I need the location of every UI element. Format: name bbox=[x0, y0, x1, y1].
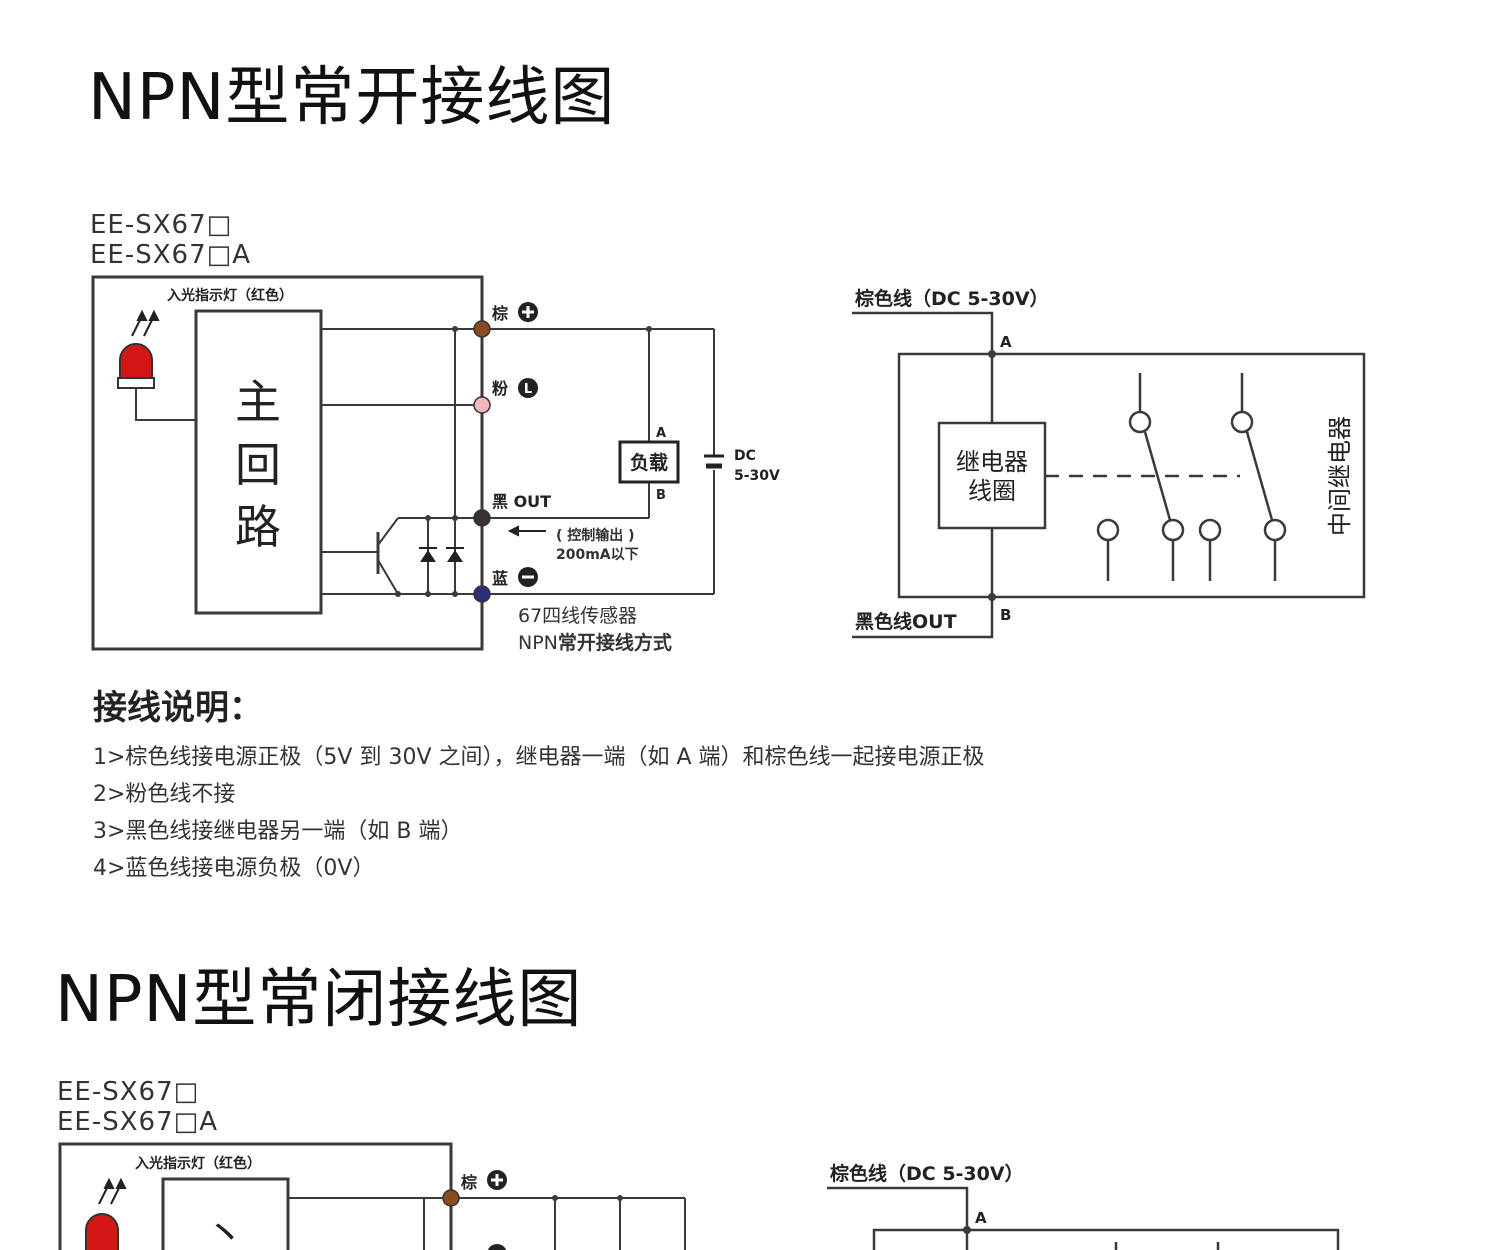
relay-coil-box bbox=[937, 421, 1047, 530]
terminal-brown bbox=[473, 320, 491, 338]
terminal-blue bbox=[473, 585, 491, 603]
led-indicator-icon bbox=[85, 1213, 119, 1250]
svg-text:丶: 丶 bbox=[205, 1212, 245, 1250]
indicator-label-2: 入光指示灯（红色） bbox=[135, 1155, 261, 1172]
relay-brown-label: 棕色线（DC 5-30V） bbox=[855, 287, 1049, 310]
relay-coil-label-2: 线圈 bbox=[968, 477, 1016, 505]
minus-icon bbox=[518, 567, 538, 587]
note-1: 1>棕色线接电源正极（5V 到 30V 之间），继电器一端（如 A 端）和棕色线… bbox=[93, 745, 985, 770]
relay-switch-1 bbox=[1096, 373, 1185, 581]
notes-heading: 接线说明： bbox=[93, 688, 263, 728]
plus-icon bbox=[487, 1170, 507, 1190]
main-circuit-char-3: 路 bbox=[235, 500, 281, 554]
plus-icon bbox=[518, 302, 538, 322]
relay-brown-label-2: 棕色线（DC 5-30V） bbox=[830, 1162, 1024, 1185]
terminal-black bbox=[473, 509, 491, 527]
model2-line-1: EE-SX67□ bbox=[57, 1077, 200, 1107]
terminal-brown-2 bbox=[442, 1189, 460, 1207]
terminal-black-label: 黑 OUT bbox=[492, 492, 551, 511]
relay-point-a: A bbox=[1000, 333, 1012, 351]
section2-title: NPN型常闭接线图 bbox=[55, 963, 583, 1037]
terminal-pink-label: 粉 bbox=[492, 379, 508, 398]
sensor-wiring-diagram-2: 入光指示灯（红色） 丶 棕 bbox=[58, 1142, 686, 1250]
load-label: 负载 bbox=[630, 451, 668, 474]
terminal-brown-label-2: 棕 bbox=[461, 1173, 477, 1192]
sensor-caption-1: 67四线传感器 bbox=[518, 605, 637, 627]
light-arrows-icon bbox=[131, 309, 160, 337]
load-b-label: B bbox=[656, 488, 666, 503]
model-line-1: EE-SX67□ bbox=[90, 210, 233, 240]
dc-label-2: 5-30V bbox=[734, 468, 780, 484]
note-3: 3>黑色线接继电器另一端（如 B 端） bbox=[93, 819, 463, 844]
light-arrows-icon bbox=[98, 1177, 127, 1205]
main-circuit-block bbox=[194, 309, 323, 615]
indicator-label: 入光指示灯（红色） bbox=[167, 287, 293, 304]
diode-2-icon bbox=[446, 547, 464, 562]
main-circuit-char-1: 主 bbox=[235, 375, 281, 429]
sensor-caption-2: NPN常开接线方式 bbox=[518, 631, 672, 654]
model2-line-2: EE-SX67□A bbox=[57, 1107, 218, 1137]
relay-coil-label-1: 继电器 bbox=[956, 448, 1028, 476]
terminal-brown-label: 棕 bbox=[492, 304, 508, 323]
note-4: 4>蓝色线接电源负极（0V） bbox=[93, 856, 375, 881]
note-2: 2>粉色线不接 bbox=[93, 782, 236, 807]
svg-text:L: L bbox=[524, 382, 532, 397]
arrow-left-icon bbox=[507, 525, 546, 537]
sensor-wiring-diagram: 入光指示灯（红色） 主 回 路 bbox=[91, 275, 780, 654]
diode-1-icon bbox=[419, 547, 437, 562]
relay-point-b: B bbox=[1000, 606, 1011, 624]
relay-side-label: 中间继电器 bbox=[1326, 416, 1354, 536]
terminal-blue-label: 蓝 bbox=[492, 569, 508, 588]
load-a-label: A bbox=[656, 426, 666, 441]
control-current-label: 200mA以下 bbox=[556, 547, 639, 563]
led-indicator-icon bbox=[117, 343, 196, 421]
dc-label-1: DC bbox=[734, 448, 756, 464]
relay-diagram: 棕色线（DC 5-30V） A B 黑色线OUT 继电器 线圈 中间继电器 bbox=[852, 287, 1366, 639]
relay-diagram-2: 棕色线（DC 5-30V） A bbox=[827, 1162, 1340, 1250]
control-output-label: ( 控制输出 ) bbox=[556, 527, 635, 544]
relay-black-label: 黑色线OUT bbox=[855, 610, 957, 633]
main-circuit-char-2: 回 bbox=[235, 438, 281, 492]
relay-point-a-2: A bbox=[975, 1209, 987, 1227]
terminal-pink bbox=[473, 396, 491, 414]
section1-title: NPN型常开接线图 bbox=[88, 61, 616, 135]
load-box bbox=[618, 440, 680, 484]
relay-switch-2 bbox=[1198, 373, 1287, 581]
l-symbol-icon: L bbox=[518, 378, 538, 398]
model-line-2: EE-SX67□A bbox=[90, 240, 251, 270]
battery-icon bbox=[704, 454, 724, 469]
